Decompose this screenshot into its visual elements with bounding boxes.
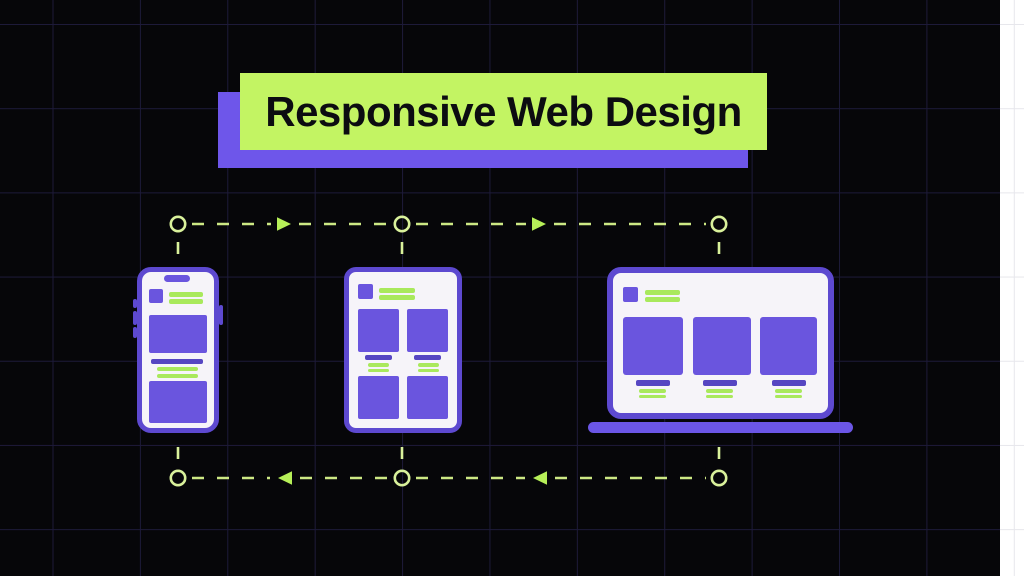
tablet-card-title-bar: [414, 355, 441, 360]
laptop-card-title-bar: [703, 380, 737, 386]
phone-text-line: [157, 367, 198, 371]
laptop-text-line: [706, 389, 733, 393]
phone-power-button: [219, 305, 223, 325]
phone-image-block: [149, 315, 207, 353]
circle-node-icon: [169, 469, 187, 487]
circle-node-icon: [393, 469, 411, 487]
laptop-card-block: [693, 317, 751, 375]
laptop-card-block: [623, 317, 683, 375]
tablet-text-line: [368, 368, 389, 372]
top-connector-nodes: [169, 215, 728, 254]
arrowhead-right-icon: [532, 217, 546, 231]
tablet-header-text-line: [379, 295, 415, 300]
arrowhead-right-icon: [277, 217, 291, 231]
phone-image-block: [149, 381, 207, 423]
tablet-card-block: [407, 309, 448, 352]
tablet-card-block: [358, 376, 399, 419]
tablet-card-block: [358, 309, 399, 352]
tablet-text-line: [418, 368, 439, 372]
tablet-card-block: [407, 376, 448, 419]
tablet-avatar-block: [358, 284, 373, 299]
phone-text-line: [157, 374, 198, 378]
laptop-text-line: [639, 389, 666, 393]
laptop-text-line: [706, 394, 733, 398]
arrowhead-left-icon: [533, 471, 547, 485]
phone-side-button: [133, 299, 137, 308]
laptop-header-text-line: [645, 297, 680, 302]
laptop-avatar-block: [623, 287, 638, 302]
page-title: Responsive Web Design: [265, 87, 742, 135]
phone-notch: [164, 275, 190, 282]
laptop-text-line: [639, 394, 666, 398]
laptop-card-title-bar: [636, 380, 670, 386]
laptop-card-block: [760, 317, 817, 375]
circle-node-icon: [710, 469, 728, 487]
tablet-mockup-icon: [344, 267, 462, 433]
bottom-connector-nodes: [169, 447, 728, 487]
phone-title-bar: [151, 359, 203, 364]
tablet-text-line: [368, 363, 389, 367]
laptop-header-text-line: [645, 290, 680, 295]
tablet-header-text-line: [379, 288, 415, 293]
laptop-base: [588, 422, 853, 433]
laptop-text-line: [775, 394, 802, 398]
phone-side-button: [133, 327, 137, 338]
phone-header-text-line: [169, 299, 203, 304]
title-banner: Responsive Web Design: [240, 73, 767, 150]
circle-node-icon: [710, 215, 728, 233]
laptop-mockup-icon: [607, 267, 834, 419]
circle-node-icon: [169, 215, 187, 233]
laptop-text-line: [775, 389, 802, 393]
phone-avatar-block: [149, 289, 163, 303]
tablet-card-title-bar: [365, 355, 392, 360]
phone-side-button: [133, 311, 137, 325]
dashed-arrow-right-icon: [192, 217, 706, 231]
smartphone-mockup-icon: [133, 267, 223, 433]
arrowhead-left-icon: [278, 471, 292, 485]
laptop-card-title-bar: [772, 380, 806, 386]
phone-header-text-line: [169, 292, 203, 297]
tablet-text-line: [418, 363, 439, 367]
dashed-arrow-left-icon: [192, 471, 706, 485]
circle-node-icon: [393, 215, 411, 233]
dark-grid-board: Responsive Web Design: [0, 0, 1000, 576]
